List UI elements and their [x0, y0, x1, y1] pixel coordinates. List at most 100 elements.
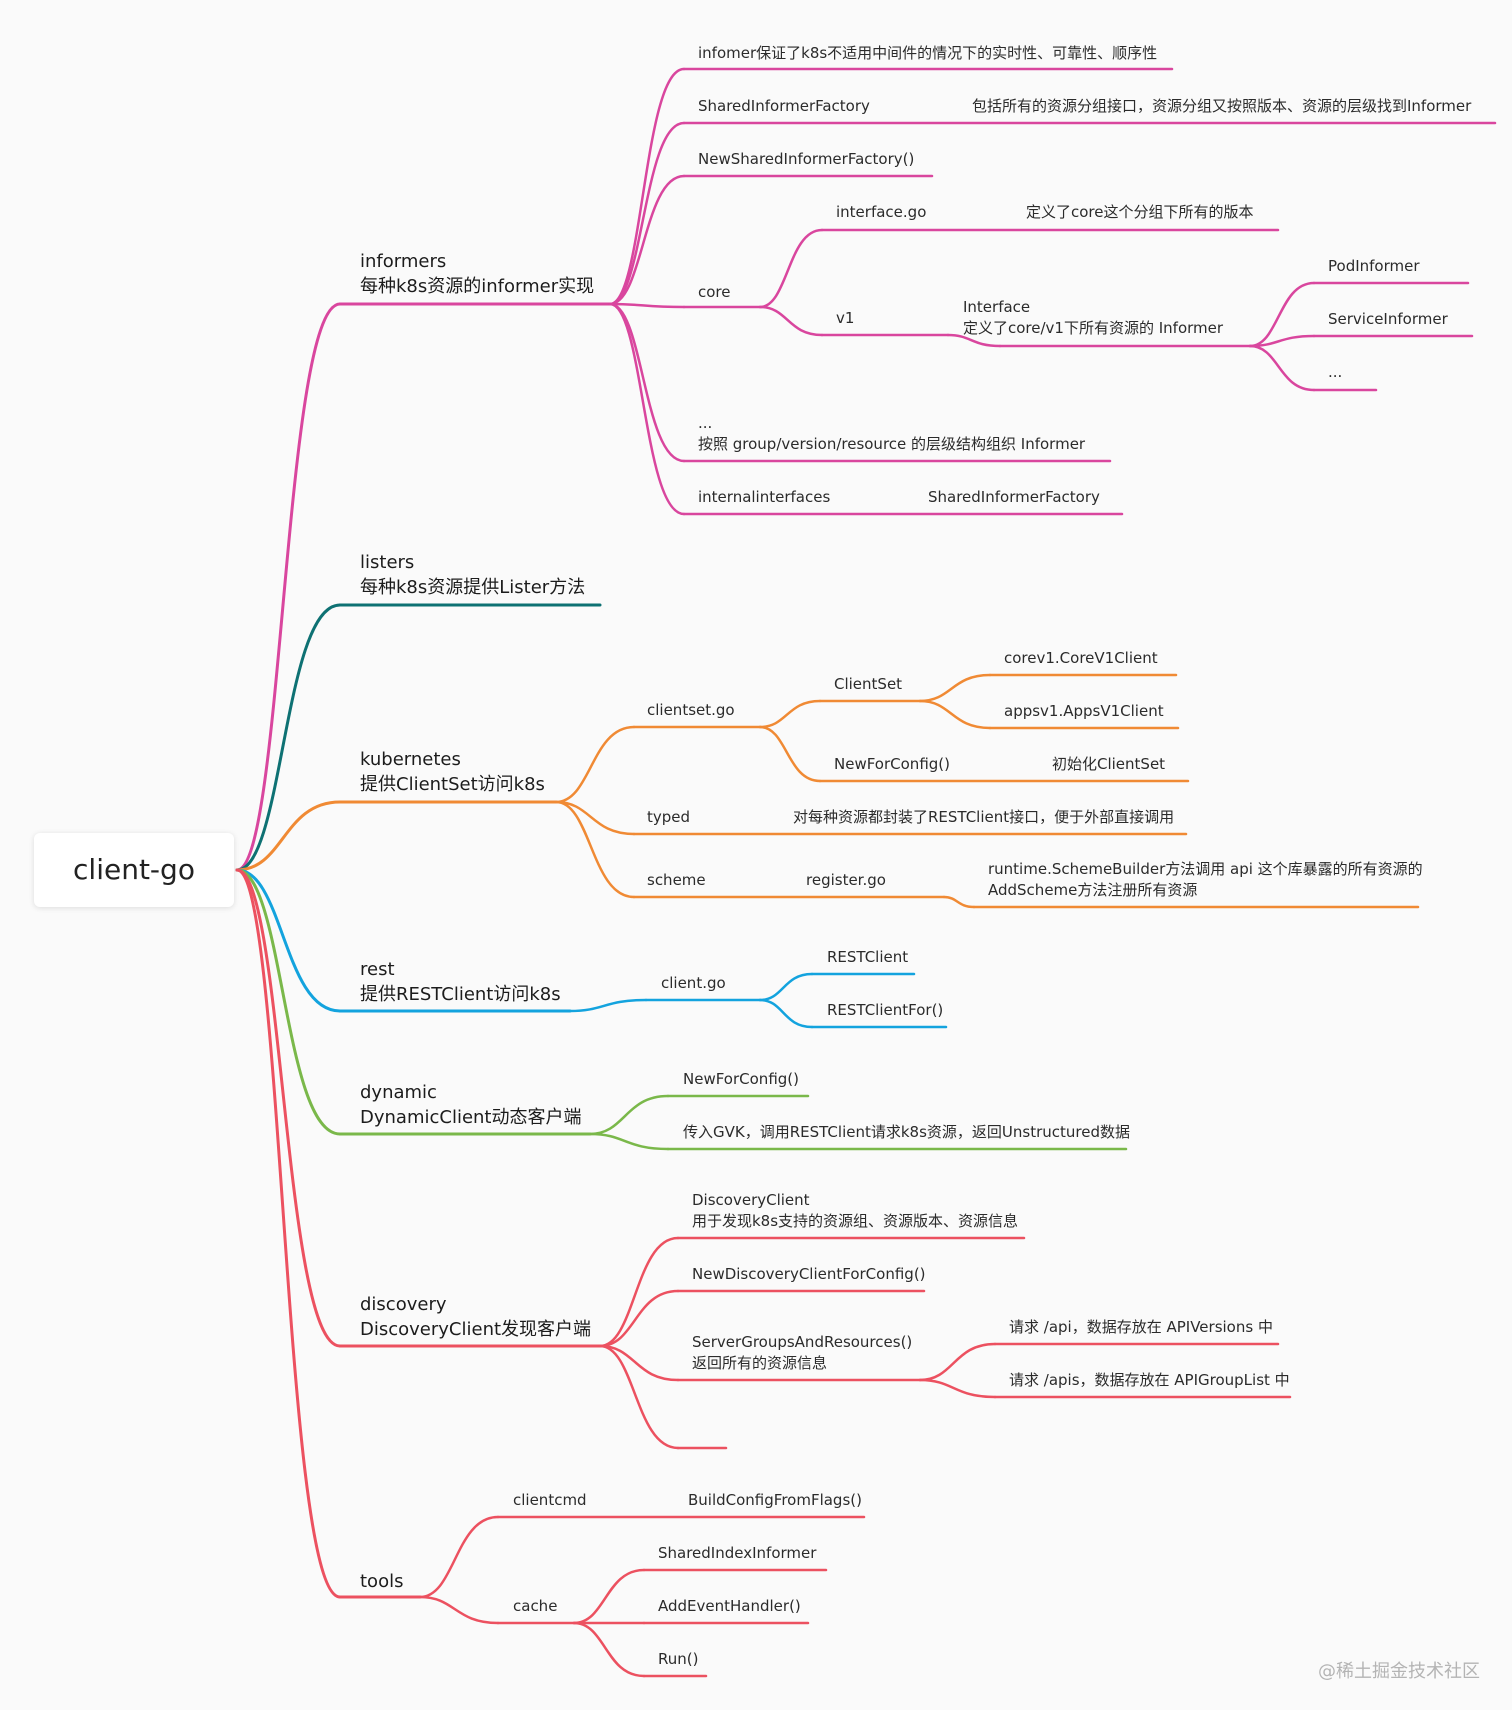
discovery-client-node[interactable]: DiscoveryClient — [692, 1191, 810, 1209]
discovery-client-desc: 用于发现k8s支持的资源组、资源版本、资源信息 — [692, 1212, 1019, 1230]
informers-guarantee-note: infomer保证了k8s不适用中间件的情况下的实时性、可靠性、顺序性 — [698, 44, 1158, 62]
connector-informers-newfactory — [608, 174, 686, 306]
clientcmd-node[interactable]: clientcmd — [513, 1491, 587, 1509]
register-go-desc-line1: runtime.SchemeBuilder方法调用 api 这个库暴露的所有资源… — [988, 860, 1423, 878]
clientset-node[interactable]: ClientSet — [834, 675, 903, 693]
connector-discovery-empty — [598, 1344, 680, 1450]
clientset-go-node[interactable]: clientset.go — [647, 701, 735, 719]
root-node-label: client-go — [73, 853, 195, 886]
connector-cache-run — [572, 1621, 646, 1678]
connector-cache-sharedindex — [572, 1568, 646, 1625]
new-for-config-node[interactable]: NewForConfig() — [834, 755, 950, 773]
connector-clientgo-restclientfor — [758, 998, 814, 1029]
informers-node-desc: 每种k8s资源的informer实现 — [360, 276, 595, 297]
interface-node-desc: 定义了core/v1下所有资源的 Informer — [963, 319, 1224, 337]
connector-interface-service — [1248, 334, 1316, 348]
tools-node-title[interactable]: tools — [360, 1571, 404, 1592]
connector-core-interfacego — [758, 228, 824, 309]
connector-informers-more — [608, 302, 686, 463]
connector-sgr-api — [918, 1342, 997, 1382]
rest-client-for-node[interactable]: RESTClientFor() — [827, 1001, 944, 1019]
pod-informer-node[interactable]: PodInformer — [1328, 257, 1420, 275]
cache-node[interactable]: cache — [513, 1597, 558, 1615]
new-discovery-client-node[interactable]: NewDiscoveryClientForConfig() — [692, 1265, 926, 1283]
connector-root-rest — [235, 868, 342, 1013]
interface-go-node[interactable]: interface.go — [836, 203, 927, 221]
connector-tools-cache — [418, 1595, 500, 1625]
connector-kubernetes-scheme — [554, 800, 636, 899]
typed-desc: 对每种资源都封装了RESTClient接口，便于外部直接调用 — [793, 808, 1175, 826]
new-for-config-desc: 初始化ClientSet — [1052, 755, 1166, 773]
appsv1-client-node[interactable]: appsv1.AppsV1Client — [1004, 702, 1164, 720]
connector-rest-clientgo — [568, 998, 648, 1013]
connector-root-tools — [235, 868, 342, 1599]
informers-more-desc: 按照 group/version/resource 的层级结构组织 Inform… — [698, 435, 1086, 453]
connector-root-dynamic — [235, 868, 342, 1136]
typed-node[interactable]: typed — [647, 808, 691, 826]
connector-root-listers — [235, 603, 342, 872]
discovery-node-desc: DiscoveryClient发现客户端 — [360, 1319, 592, 1340]
connector-informers-internal — [608, 302, 686, 516]
internal-shared-factory-node[interactable]: SharedInformerFactory — [928, 488, 1100, 506]
shared-informer-factory-node[interactable]: SharedInformerFactory — [698, 97, 870, 115]
connector-clientset-corev1 — [918, 673, 992, 703]
connector-informers-factory — [608, 121, 686, 306]
shared-index-informer-node[interactable]: SharedIndexInformer — [658, 1544, 817, 1562]
v1-node[interactable]: v1 — [836, 309, 855, 327]
build-config-from-flags-node[interactable]: BuildConfigFromFlags() — [688, 1491, 862, 1509]
kubernetes-node-title[interactable]: kubernetes — [360, 749, 461, 770]
connector-clientsetgo-clientset — [758, 699, 822, 729]
connector-tools-clientcmd — [418, 1515, 500, 1599]
register-go-desc-line2: AddScheme方法注册所有资源 — [988, 881, 1198, 899]
add-event-handler-node[interactable]: AddEventHandler() — [658, 1597, 801, 1615]
connector-informers-core — [608, 302, 686, 309]
dynamic-new-for-config-node[interactable]: NewForConfig() — [683, 1070, 799, 1088]
service-informer-node[interactable]: ServiceInformer — [1328, 310, 1448, 328]
informers-node-title[interactable]: informers — [360, 251, 447, 272]
connector-interface-more — [1248, 344, 1316, 392]
scheme-node[interactable]: scheme — [647, 871, 706, 889]
server-groups-resources-desc: 返回所有的资源信息 — [692, 1354, 828, 1372]
connector-root-discovery — [235, 868, 342, 1348]
connector-clientset-appsv1 — [918, 699, 992, 730]
connector-sgr-apis — [918, 1378, 997, 1399]
rest-node-title[interactable]: rest — [360, 959, 395, 980]
root-node-box[interactable] — [34, 833, 234, 907]
core-node[interactable]: core — [698, 283, 731, 301]
interface-node-title[interactable]: Interface — [963, 298, 1031, 316]
listers-node-desc: 每种k8s资源提供Lister方法 — [360, 577, 586, 598]
dynamic-node-desc: DynamicClient动态客户端 — [360, 1107, 582, 1128]
register-go-node[interactable]: register.go — [806, 871, 886, 889]
rest-client-node[interactable]: RESTClient — [827, 948, 909, 966]
request-api-node[interactable]: 请求 /api，数据存放在 APIVersions 中 — [1009, 1318, 1273, 1336]
connector-kubernetes-typed — [554, 800, 636, 836]
v1-more-node[interactable]: ... — [1328, 363, 1343, 381]
request-apis-node[interactable]: 请求 /apis，数据存放在 APIGroupList 中 — [1009, 1371, 1290, 1389]
connector-interface-pod — [1248, 281, 1316, 348]
run-node[interactable]: Run() — [658, 1650, 699, 1668]
server-groups-resources-node[interactable]: ServerGroupsAndResources() — [692, 1333, 913, 1351]
connector-informers-guarantee — [608, 67, 686, 306]
connector-clientsetgo-newforconfig — [758, 725, 822, 783]
shared-informer-factory-desc: 包括所有的资源分组接口，资源分组又按照版本、资源的层级找到Informer — [972, 97, 1472, 115]
rest-node-desc: 提供RESTClient访问k8s — [360, 984, 561, 1005]
internalinterfaces-node[interactable]: internalinterfaces — [698, 488, 831, 506]
informers-more-node[interactable]: ... — [698, 414, 713, 432]
watermark-text: @稀土掘金技术社区 — [1318, 1661, 1480, 1682]
corev1-client-node[interactable]: corev1.CoreV1Client — [1004, 649, 1158, 667]
connector-discovery-sgr — [598, 1344, 680, 1382]
connector-dynamic-newforconfig — [588, 1094, 670, 1136]
connector-registergo-desc — [942, 895, 976, 909]
connector-dynamic-desc — [588, 1132, 670, 1151]
discovery-node-title[interactable]: discovery — [360, 1294, 447, 1315]
new-shared-informer-factory-node[interactable]: NewSharedInformerFactory() — [698, 150, 915, 168]
dynamic-node-title[interactable]: dynamic — [360, 1082, 437, 1103]
client-go-file-node[interactable]: client.go — [661, 974, 726, 992]
connector-clientgo-restclient — [758, 972, 814, 1002]
kubernetes-node-desc: 提供ClientSet访问k8s — [360, 774, 545, 795]
connector-discovery-dc — [598, 1236, 680, 1348]
connector-v1-interface — [946, 333, 1002, 348]
listers-node-title[interactable]: listers — [360, 552, 415, 573]
